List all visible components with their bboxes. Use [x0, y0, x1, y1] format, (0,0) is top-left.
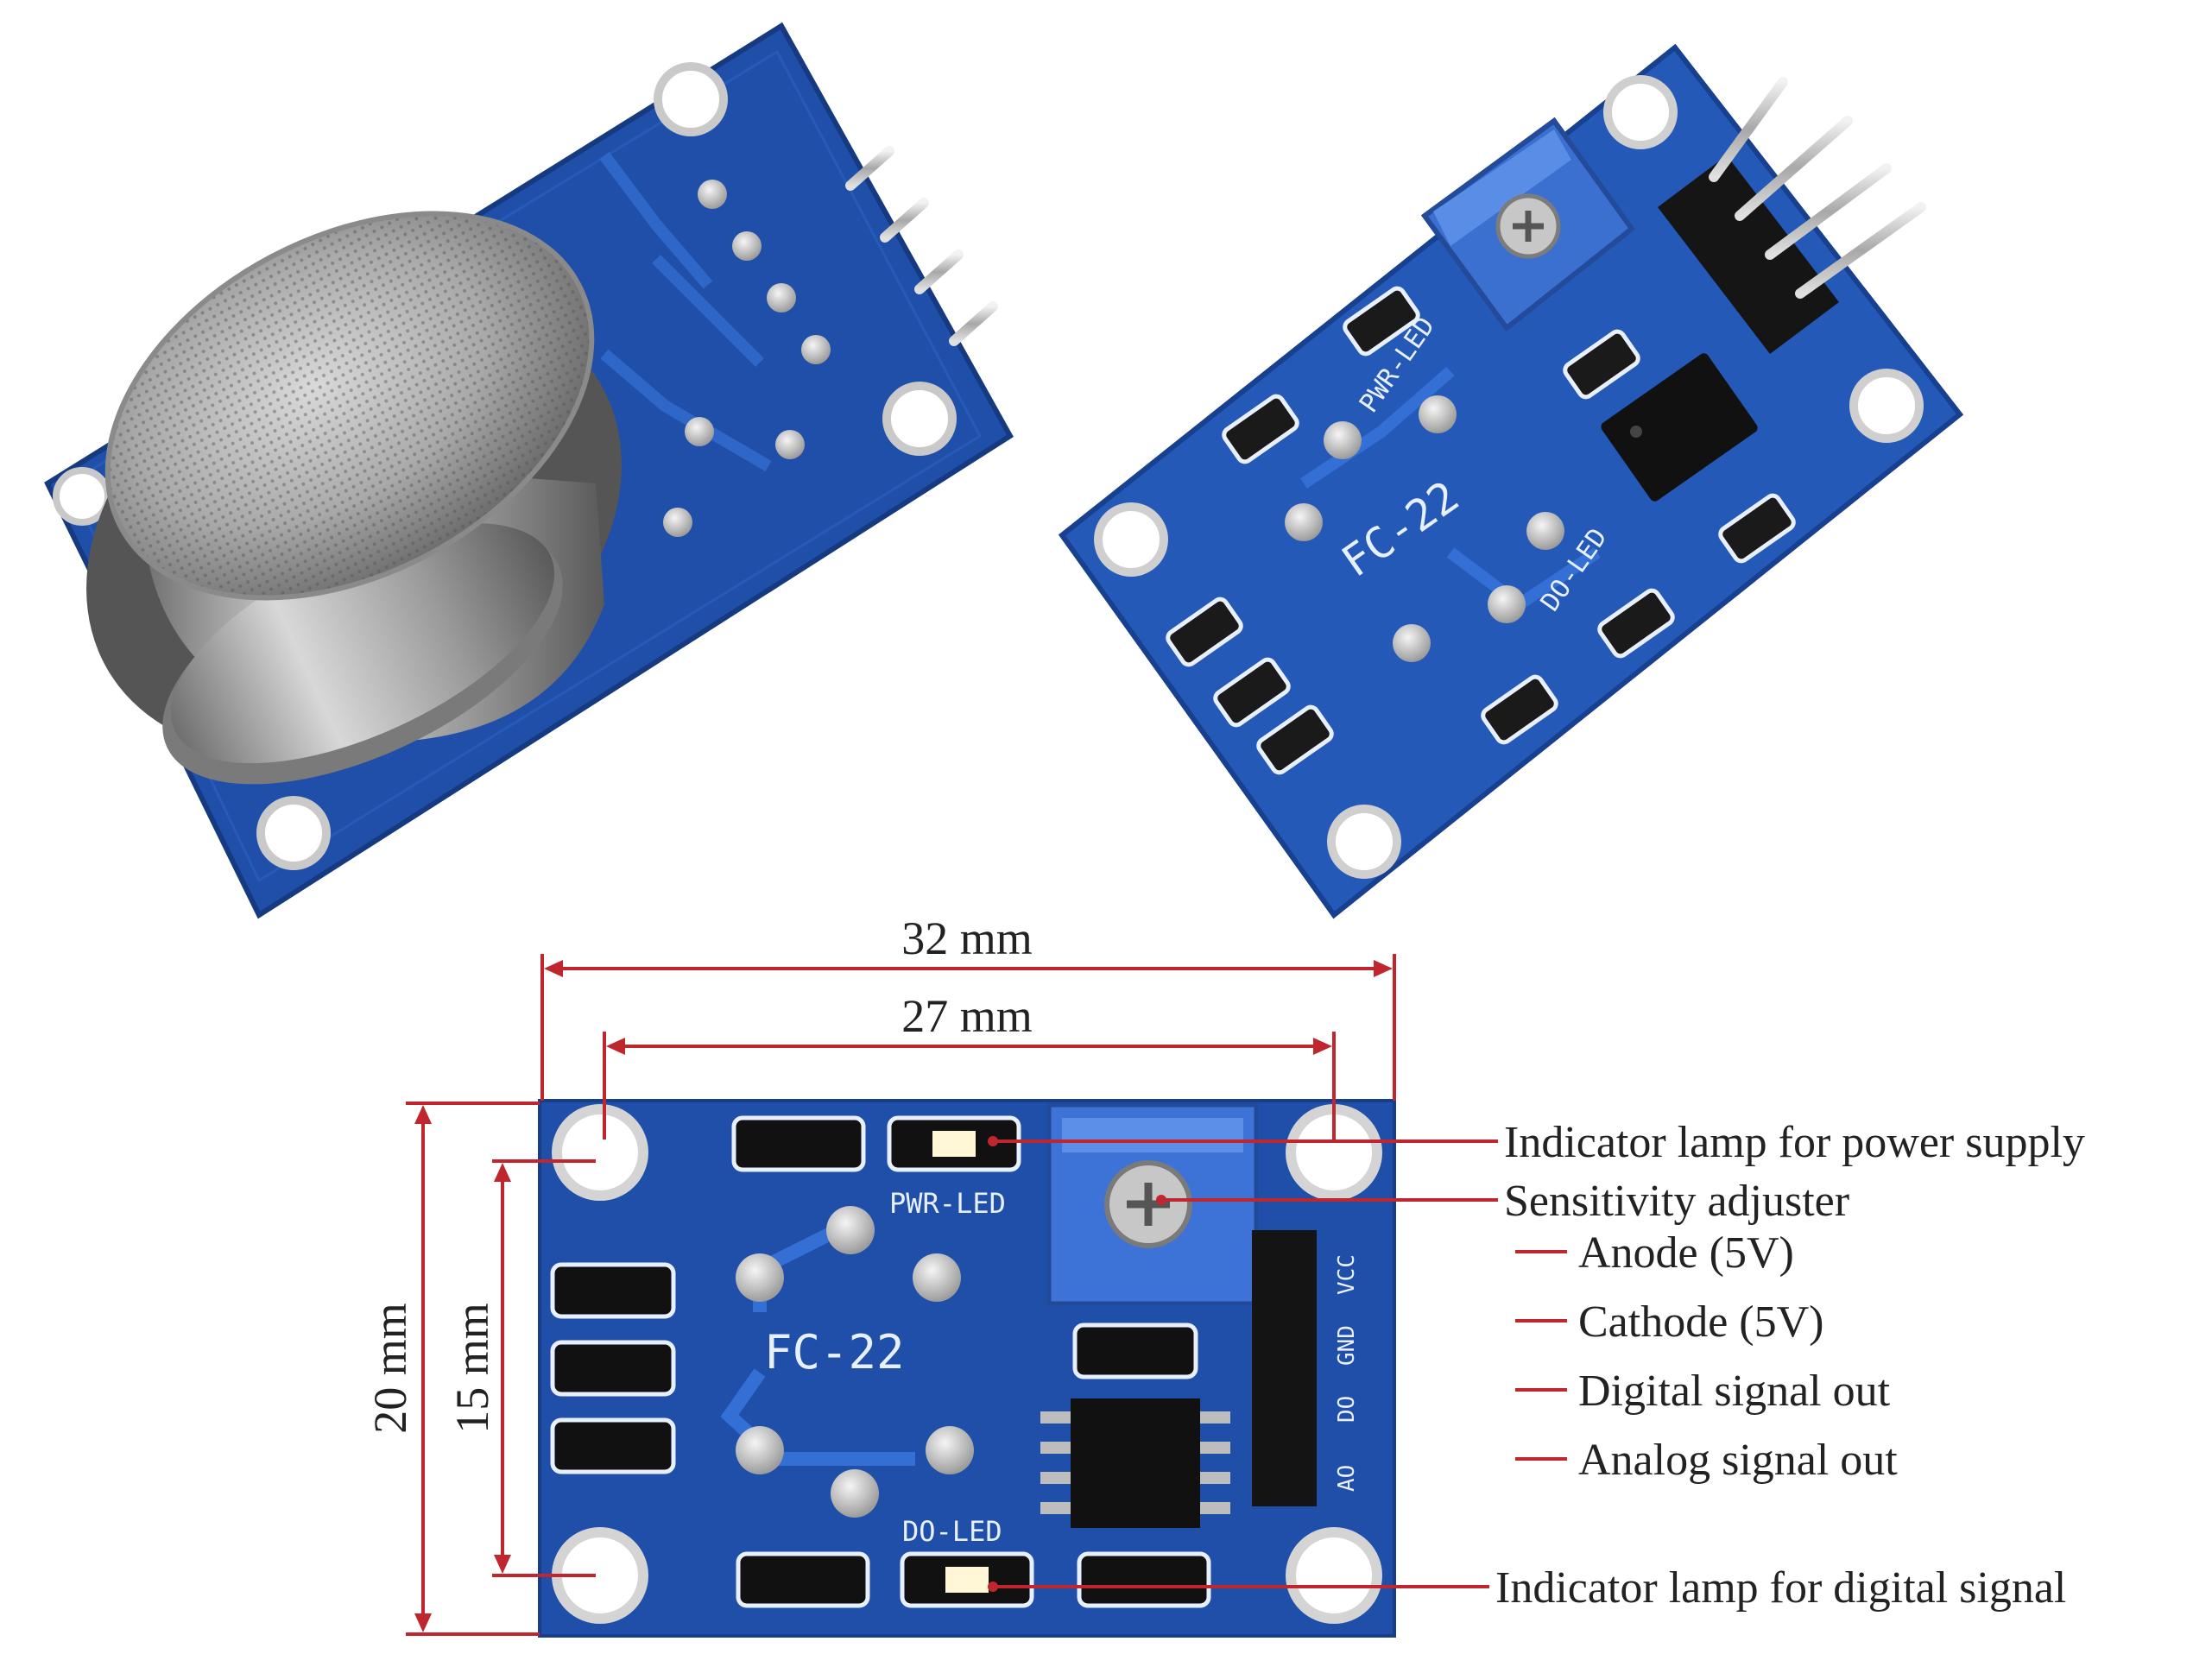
mounting-hole — [882, 382, 957, 456]
callout-digital-lamp: Indicator lamp for digital signal — [1495, 1563, 2066, 1613]
silkscreen-pin-gnd: GND — [1334, 1325, 1360, 1366]
dimension-lines — [406, 954, 1396, 1636]
dimension-height-outer: 20 mm — [364, 1303, 416, 1434]
callout-power-lamp: Indicator lamp for power supply — [1504, 1118, 2085, 1167]
power-led — [887, 1115, 1021, 1172]
silkscreen-pin-ao: AO — [1334, 1465, 1360, 1492]
mounting-hole — [1327, 805, 1401, 879]
mounting-hole — [256, 796, 331, 870]
callout-digital-out: Digital signal out — [1578, 1367, 1891, 1416]
solder-pad — [831, 1469, 879, 1518]
pin-header — [1252, 1230, 1509, 1506]
sensitivity-potentiometer — [1046, 1102, 1259, 1306]
solder-pad — [685, 417, 714, 446]
callout-leaders — [988, 1136, 1567, 1592]
solder-pad — [926, 1426, 974, 1474]
dimension-width-holes: 27 mm — [901, 990, 1033, 1042]
gas-sensor-can — [86, 211, 622, 785]
solder-pad — [826, 1206, 875, 1254]
solder-pad — [1393, 624, 1431, 662]
solder-pad — [1285, 503, 1323, 541]
mounting-hole — [1603, 75, 1678, 149]
solder-pad — [1324, 421, 1362, 459]
mounting-hole — [53, 467, 111, 526]
mounting-hole — [654, 62, 728, 136]
header-pins — [845, 146, 998, 346]
solder-pad — [663, 508, 692, 537]
mounting-hole — [1286, 1527, 1382, 1624]
silkscreen-pin-do: DO — [1334, 1396, 1360, 1423]
silkscreen-do-led: DO-LED — [902, 1515, 1002, 1548]
solder-pad — [1419, 395, 1457, 433]
photo-sensor-back: FC-22 PWR-LED DO-LED — [1058, 43, 1964, 919]
annotated-module-diagram: FC-22 PWR-LED DO-LED VCC GND DO AO — [364, 912, 2085, 1638]
callout-cathode: Cathode (5V) — [1578, 1297, 1823, 1347]
solder-pad — [801, 335, 831, 364]
solder-pad — [736, 1426, 784, 1474]
smd-components — [1166, 286, 1796, 775]
smd-components — [550, 1115, 1211, 1608]
mounting-hole — [1849, 369, 1924, 443]
dimension-width-outer: 32 mm — [901, 912, 1033, 964]
silkscreen-model: FC-22 — [764, 1325, 905, 1379]
comparator-chip — [1040, 1398, 1230, 1528]
dimension-height-holes: 15 mm — [446, 1303, 498, 1434]
solder-pad — [698, 180, 727, 209]
photo-sensor-front — [44, 22, 1014, 919]
potentiometer — [1420, 117, 1636, 332]
mounting-hole — [552, 1104, 648, 1201]
solder-pad — [767, 283, 796, 312]
silkscreen-pwr-led: PWR-LED — [889, 1187, 1006, 1220]
solder-pad — [732, 231, 762, 261]
solder-pad — [775, 430, 805, 459]
solder-pad — [1526, 512, 1564, 550]
comparator-chip — [1601, 353, 1758, 502]
solder-pad — [913, 1253, 961, 1302]
callout-sensitivity: Sensitivity adjuster — [1504, 1177, 1849, 1226]
callout-anode: Anode (5V) — [1578, 1228, 1794, 1278]
digital-led — [900, 1551, 1034, 1608]
pin-header — [1658, 77, 1926, 354]
mounting-hole — [1094, 502, 1168, 577]
solder-pad — [736, 1253, 784, 1302]
callout-analog-out: Analog signal out — [1578, 1436, 1898, 1485]
solder-pad — [1488, 585, 1526, 623]
silkscreen-pin-vcc: VCC — [1334, 1254, 1360, 1295]
